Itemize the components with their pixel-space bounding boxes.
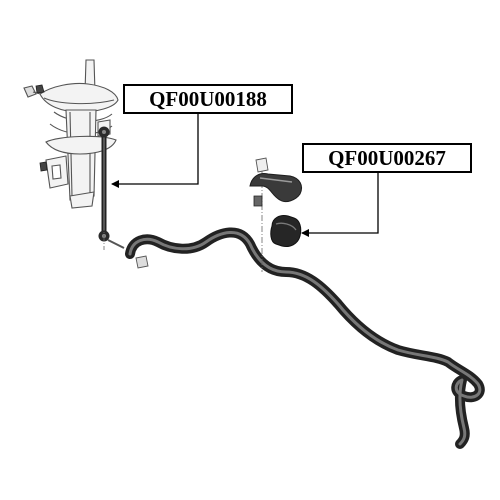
stabilizer-bar — [125, 227, 485, 449]
leader-line-1 — [111, 114, 199, 188]
strut-assembly — [23, 59, 119, 209]
strut-nut — [35, 84, 48, 172]
part-number-label-link[interactable]: QF00U00188 — [123, 84, 293, 114]
stabilizer-bushing[interactable] — [270, 215, 302, 247]
assembly-axis-lines — [103, 160, 263, 272]
leader-line-2 — [301, 173, 379, 237]
bar-end-nut — [135, 255, 149, 269]
part-number-label-bushing[interactable]: QF00U00267 — [302, 143, 472, 173]
bushing-mounting-nut — [255, 157, 269, 173]
bushing-clamp — [249, 173, 303, 207]
